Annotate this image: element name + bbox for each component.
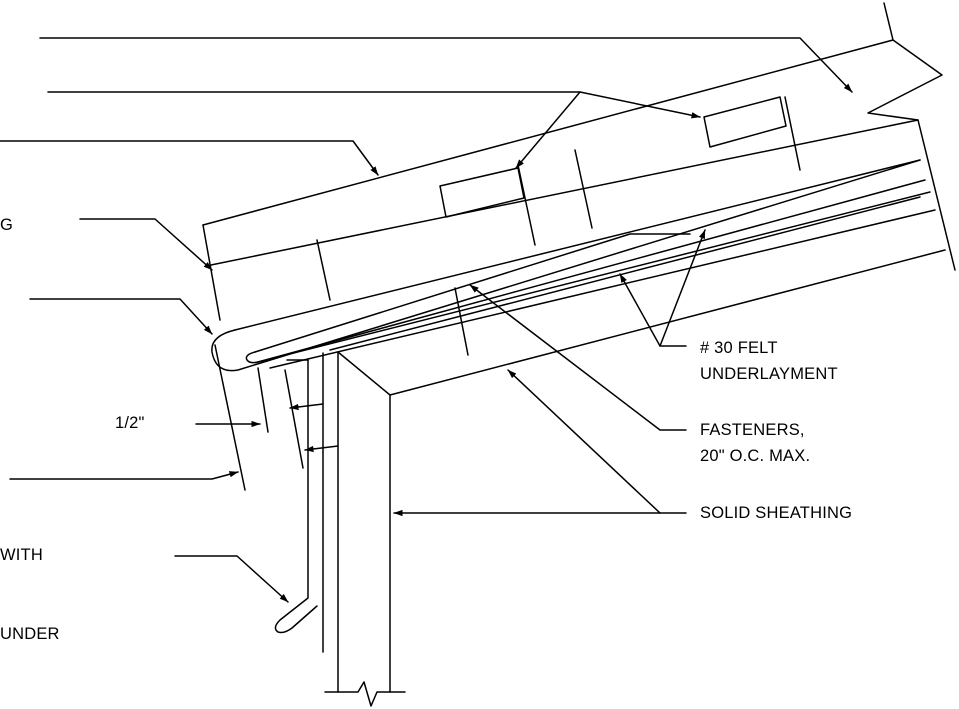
leader-line-second — [47, 91, 701, 119]
drip-edge-and-underlayment — [211, 159, 946, 396]
drip-edge-hem — [211, 159, 921, 372]
leader-line-seventh — [174, 555, 289, 603]
leader-line-top — [39, 37, 853, 93]
leader-line-fifth — [29, 298, 213, 335]
sealant-strip — [703, 96, 787, 148]
dimension-extension — [284, 369, 304, 469]
truncated-label-fragment: G — [0, 216, 14, 234]
dimension-extension — [214, 344, 246, 491]
dimension-arrow-line — [289, 403, 324, 411]
fascia-board — [274, 351, 406, 707]
leader-lines — [0, 37, 853, 603]
shingle-tab-divider — [316, 239, 331, 301]
drip-edge-with-fragment: WITH — [0, 546, 43, 564]
fasteners-label-line1: FASTENERS, — [700, 421, 805, 439]
eave-line — [329, 196, 921, 351]
roof-sheathing-structure — [202, 2, 956, 321]
drip-edge-inner — [234, 159, 921, 331]
drip-edge-leg-inner — [274, 359, 318, 634]
shingle-course-line-1 — [210, 119, 919, 266]
roof-top-surface — [202, 39, 894, 226]
underlayment-fold — [245, 179, 926, 364]
shingle-tab-divider — [574, 149, 593, 229]
leader-felt-branch — [659, 229, 706, 347]
fascia-front — [337, 351, 391, 693]
drip-edge-under-fragment: UNDER — [0, 625, 60, 643]
fasteners-label-line2: 20" O.C. MAX. — [700, 447, 811, 465]
half-inch-dimension-label: 1/2" — [115, 414, 145, 432]
half-inch-dimension — [195, 287, 469, 491]
leader-line-fourth — [79, 218, 213, 271]
solid-sheathing-label: SOLID SHEATHING — [700, 504, 853, 522]
felt-underlayment-label-line1: # 30 FELT — [700, 339, 778, 357]
leader-felt — [619, 273, 687, 347]
sealant-strip — [439, 167, 525, 218]
shingle-edge — [202, 224, 221, 321]
dimension-extension — [257, 367, 269, 433]
dimension-arrow-line — [304, 445, 339, 453]
fastener-indicator — [454, 287, 469, 356]
leader-line-second-branch — [515, 91, 581, 169]
underlayment-lower — [257, 191, 931, 363]
shingle-tab-divider — [517, 164, 536, 246]
leader-solid-sheathing-branch — [507, 369, 661, 514]
underlayment-top — [254, 233, 691, 353]
felt-underlayment-label-line2: UNDERLAYMENT — [700, 365, 838, 383]
shingle-tab-divider — [784, 96, 801, 171]
leader-line-third — [0, 140, 379, 176]
leader-fasteners — [469, 284, 687, 431]
eave-line — [389, 249, 946, 396]
leader-line-sixth — [9, 471, 239, 480]
fascia-break-line — [324, 681, 406, 707]
sheathing-deck-bottom — [269, 209, 936, 369]
break-line-upper — [867, 2, 956, 271]
